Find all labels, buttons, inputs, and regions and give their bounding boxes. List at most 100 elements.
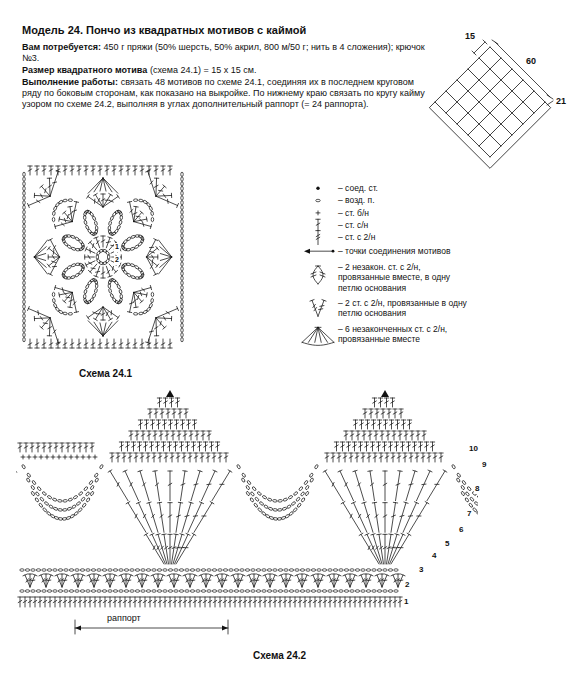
chain-stitch (95, 284, 98, 288)
chain-stitch (255, 497, 260, 502)
chain-stitch (23, 290, 26, 294)
row-number: 2 (114, 256, 120, 265)
chain-stitch (283, 498, 288, 502)
row-number: 10 (468, 444, 479, 454)
chain-stitch (23, 172, 26, 176)
chain-stitch (42, 507, 47, 512)
chain-stitch (256, 590, 260, 593)
chain-stitch (262, 495, 267, 499)
chain-stitch (110, 216, 114, 221)
chain-stitch (86, 497, 91, 502)
chain-stitch (388, 590, 392, 593)
chain-stitch (112, 212, 117, 217)
chain-stitch (181, 177, 184, 181)
dimension-label: 60 (525, 56, 537, 67)
filled-mark (75, 626, 81, 631)
chain-stitch (143, 310, 148, 314)
chain-stitch (151, 298, 154, 303)
chain-stitch (70, 235, 75, 239)
chain-stitch (181, 238, 184, 242)
chain-stitch (75, 590, 79, 593)
chain-stitch (339, 590, 343, 593)
chain-stitch (89, 480, 94, 485)
chain-stitch (314, 464, 318, 469)
chain-stitch (21, 464, 25, 469)
chain-stitch (333, 569, 337, 572)
chain-stitch (196, 569, 200, 572)
chain-stitch (119, 298, 123, 303)
chain-stitch (251, 590, 255, 593)
chain-stitch (53, 590, 57, 593)
chain-stitch (108, 280, 112, 285)
chain-stitch (134, 245, 139, 249)
chain-stitch (339, 569, 343, 572)
chain-stitch (451, 464, 455, 469)
chain-stitch (245, 569, 249, 572)
chain-stitch (383, 590, 387, 593)
chain-stitch (114, 229, 119, 234)
chain-stitch (273, 499, 278, 502)
chain-stitch (344, 590, 348, 593)
chain-stitch (305, 491, 309, 496)
chain-stitch (117, 284, 121, 289)
chain-stitch (83, 486, 88, 491)
chain-stitch (23, 281, 26, 285)
chain-stitch (108, 590, 112, 593)
filled-mark (381, 390, 389, 397)
chain-stitch (23, 257, 26, 261)
chain-stitch (289, 511, 294, 516)
chain-stitch (311, 590, 315, 593)
chain-stitch (301, 497, 306, 502)
chain-stitch (181, 290, 184, 294)
chain-stitch (52, 292, 55, 296)
chain-stitch (86, 300, 91, 304)
edging-chart (16, 390, 478, 607)
chain-stitch (344, 569, 348, 572)
chain-stitch (305, 485, 310, 490)
chain-stitch (63, 241, 68, 246)
chain-stitch (140, 271, 144, 276)
paragraph: Размер квадратного мотива(схема 24.1) = … (22, 65, 427, 76)
chain-stitch (163, 569, 167, 572)
chain-stitch (75, 569, 79, 572)
chain-stitch (298, 486, 303, 491)
chain-stitch (58, 508, 63, 511)
chain-stitch (119, 220, 123, 225)
dimension-label: 21 (555, 96, 567, 107)
chain-stitch (23, 323, 26, 327)
row-number: 6 (458, 525, 464, 535)
chain-stitch (151, 211, 154, 216)
chain-stitch (293, 491, 298, 496)
chain-stitch (366, 569, 370, 572)
chain-stitch (223, 569, 227, 572)
chain-stitch (174, 569, 178, 572)
chain-stitch (81, 497, 86, 502)
chain-stitch (476, 511, 478, 516)
poncho-grid-strokes (429, 47, 550, 168)
chain-stitch (76, 248, 81, 251)
chain-stitch (201, 590, 205, 593)
chain-stitch (23, 319, 26, 323)
body-text-heading: Выполнение работы: (22, 77, 118, 87)
chain-stitch (47, 495, 52, 499)
chain-stitch (196, 590, 200, 593)
chain-stitch (179, 590, 183, 593)
chain-stitch (52, 217, 55, 221)
chain-stitch (135, 590, 139, 593)
chain-stitch (130, 263, 135, 267)
chain-stitch (240, 590, 244, 593)
chain-stitch (114, 300, 119, 304)
chain-stitch (190, 569, 194, 572)
chain-stitch (20, 569, 24, 572)
chain-stitch (37, 486, 42, 491)
chain-stitch (23, 243, 26, 247)
chain-stitch (181, 295, 184, 299)
chain-stitch (23, 328, 26, 332)
chain-stitch (85, 225, 89, 230)
chain-stitch (86, 210, 91, 214)
chain-stitch (58, 499, 63, 502)
chain-stitch (90, 491, 94, 496)
chain-stitch (250, 497, 255, 502)
slip-stitch (316, 186, 319, 189)
chain-stitch (23, 219, 26, 223)
